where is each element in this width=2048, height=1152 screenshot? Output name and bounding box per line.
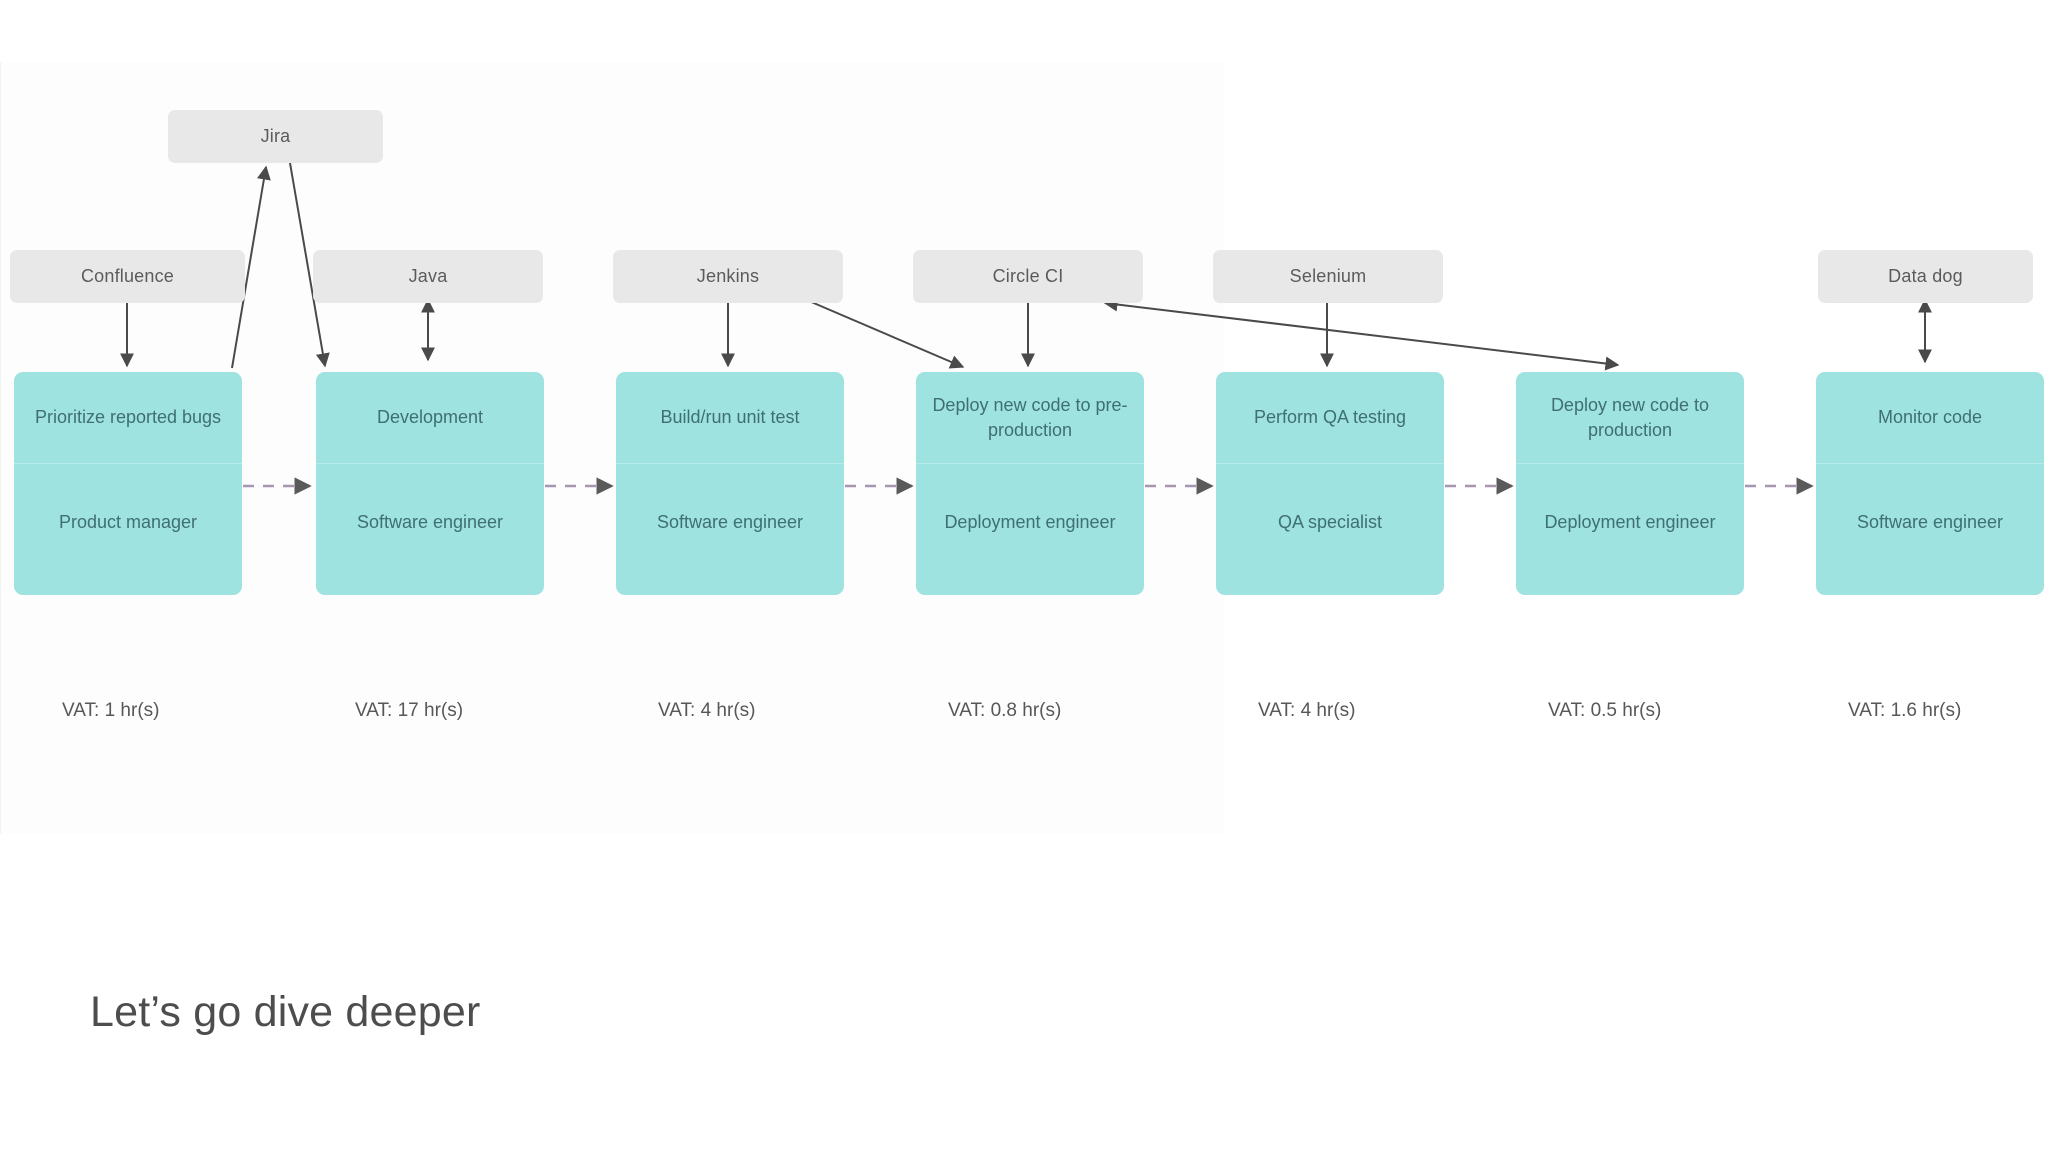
step-task: Development [316, 372, 544, 464]
tool-box-jira[interactable]: Jira [168, 110, 383, 163]
tool-box-datadog[interactable]: Data dog [1818, 250, 2033, 303]
step-box-5[interactable]: Perform QA testing QA specialist [1216, 372, 1444, 595]
step-box-7[interactable]: Monitor code Software engineer [1816, 372, 2044, 595]
step-task: Deploy new code to production [1516, 372, 1744, 464]
step-task: Prioritize reported bugs [14, 372, 242, 464]
tool-box-jenkins[interactable]: Jenkins [613, 250, 843, 303]
tool-label: Confluence [80, 266, 175, 286]
step-role: Software engineer [356, 512, 504, 533]
tool-label: Selenium [1289, 266, 1367, 286]
arrow-step1-to-jira [231, 165, 271, 369]
tool-box-selenium[interactable]: Selenium [1213, 250, 1443, 303]
tool-label: Jira [260, 126, 291, 146]
tool-box-java[interactable]: Java [313, 250, 543, 303]
step-role: Software engineer [1856, 512, 2004, 533]
vat-label-2: VAT: 17 hr(s) [355, 700, 464, 721]
tool-label: Java [408, 266, 448, 286]
vat-label-1: VAT: 1 hr(s) [62, 700, 160, 721]
process-flow-diagram: Jira Confluence Java Jenkins Circle CI S… [10, 110, 2044, 721]
step-box-4[interactable]: Deploy new code to pre-production Deploy… [916, 372, 1144, 595]
tool-label: Circle CI [992, 266, 1064, 286]
step-role: Product manager [58, 512, 198, 533]
vat-label-3: VAT: 4 hr(s) [658, 700, 756, 721]
step-task: Monitor code [1816, 372, 2044, 464]
vat-label-7: VAT: 1.6 hr(s) [1848, 700, 1962, 721]
step-task: Deploy new code to pre-production [916, 372, 1144, 464]
step-task: Perform QA testing [1216, 372, 1444, 464]
vat-label-6: VAT: 0.5 hr(s) [1548, 700, 1662, 721]
step-task: Build/run unit test [616, 372, 844, 464]
step-role: Software engineer [656, 512, 804, 533]
tool-label: Jenkins [696, 266, 760, 286]
step-role: QA specialist [1277, 512, 1383, 533]
connector-layer [120, 162, 1932, 495]
step-box-3[interactable]: Build/run unit test Software engineer [616, 372, 844, 595]
tool-box-confluence[interactable]: Confluence [10, 250, 245, 303]
step-box-2[interactable]: Development Software engineer [316, 372, 544, 595]
step-role: Deployment engineer [1544, 512, 1716, 533]
tool-label: Data dog [1888, 266, 1963, 286]
step-box-1[interactable]: Prioritize reported bugs Product manager [14, 372, 242, 595]
slide-caption: Let’s go dive deeper [90, 988, 481, 1036]
arrow-circleci-to-step6 [1103, 297, 1620, 371]
step-box-6[interactable]: Deploy new code to production Deployment… [1516, 372, 1744, 595]
tool-box-circleci[interactable]: Circle CI [913, 250, 1143, 303]
arrow-jira-to-step2 [289, 162, 330, 368]
step-role: Deployment engineer [944, 512, 1116, 533]
vat-label-4: VAT: 0.8 hr(s) [948, 700, 1062, 721]
vat-label-5: VAT: 4 hr(s) [1258, 700, 1356, 721]
arrow-jenkins-to-step4 [794, 294, 965, 369]
